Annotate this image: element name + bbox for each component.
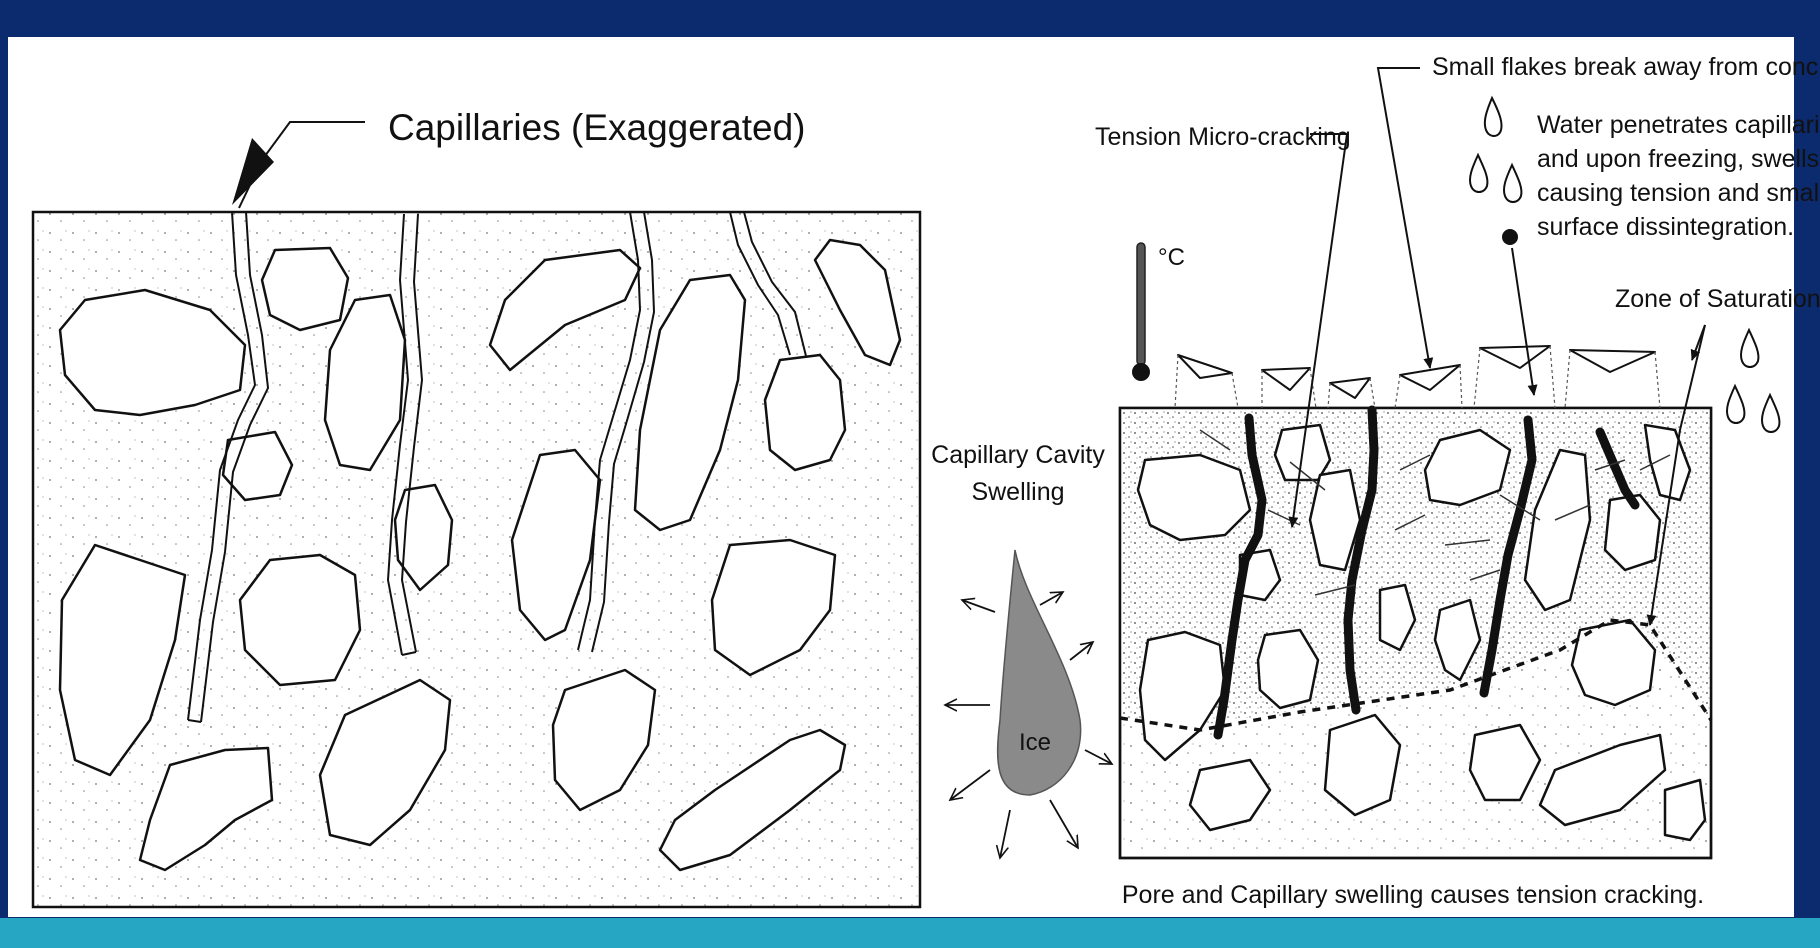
ice-label: Ice (1019, 729, 1051, 756)
water-penetrates-line-2: and upon freezing, swells, (1537, 145, 1820, 173)
capillary-cavity-swelling-label-2: Swelling (971, 478, 1064, 506)
left-concrete-block (33, 212, 920, 907)
degree-celsius-label: °C (1158, 244, 1185, 271)
water-penetrates-line-4: surface dissintegration. (1537, 213, 1794, 241)
caption: Pore and Capillary swelling causes tensi… (1122, 881, 1704, 909)
small-flakes-label: Small flakes break away from concrete. (1432, 53, 1820, 81)
zone-of-saturation-label: Zone of Saturation (1615, 285, 1820, 313)
water-penetrates-line-1: Water penetrates capillaries (1537, 111, 1820, 139)
capillaries-label: Capillaries (Exaggerated) (388, 107, 805, 148)
bottom-band (0, 918, 1820, 948)
tension-micro-cracking-label: Tension Micro-cracking (1095, 123, 1351, 151)
right-concrete-block (1120, 346, 1711, 858)
frozen-drop-icon (1502, 229, 1518, 245)
capillary-cavity-swelling-label-1: Capillary Cavity (931, 441, 1105, 469)
water-penetrates-line-3: causing tension and small (1537, 179, 1820, 207)
